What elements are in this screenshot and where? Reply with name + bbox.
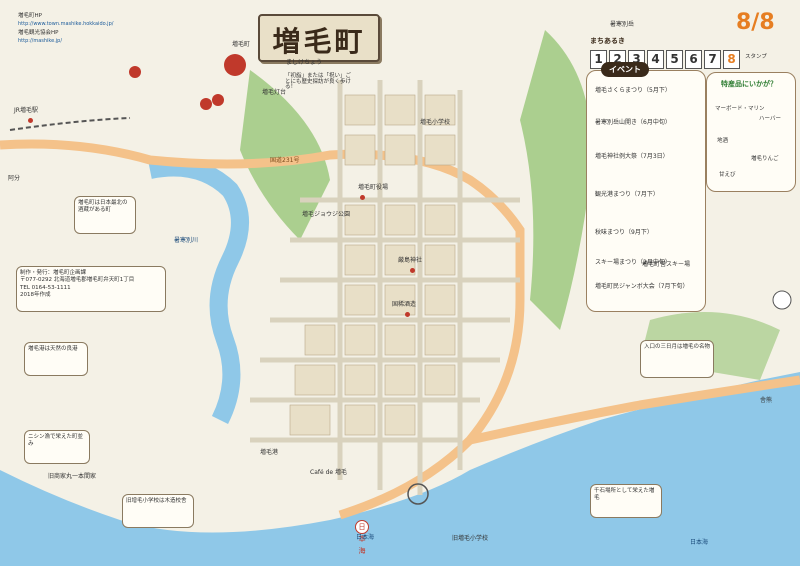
info-line: 〒077-0292 北海道増毛郡増毛町弁天町1丁目 [20,277,135,284]
event-item: 暑寒別岳山開き（6月中旬） [595,119,671,126]
calendar-heading: まちあるき [590,37,625,45]
specialty-title: 特産品にいかが？ [721,80,777,88]
hp-label: 増毛町HP [18,13,42,19]
callout: 増毛町は日本最北の酒蔵がある町 [74,196,136,234]
calendar-day: 8 [723,50,740,69]
sea-mark: 日本海 [355,520,369,555]
place-ski: 増毛町営スキー場 [642,261,691,268]
calendar-date: 8/8 [736,10,775,35]
place-sea-east: 日本海 [690,539,709,546]
event-item: スキー場まつり（2月中旬） [595,259,671,266]
sea-area-west [0,470,330,566]
event-item: 増毛神社例大祭（7月3日） [595,153,669,160]
specialty-item: 地酒 [717,138,729,144]
town-blocks [289,94,456,436]
calendar-day: 5 [666,50,683,69]
specialty-panel: 特産品にいかが？ マーボード・マリン ハーバー 地酒 増毛りんご 甘えび [706,72,796,192]
calendar-day: 7 [704,50,721,69]
sea-area [330,372,800,566]
event-item: 観光港まつり（7月下） [595,191,659,198]
callout: 千石場所として栄えた増毛 [590,484,662,518]
callout: 入口の三日月は増毛の名物 [640,340,714,378]
calendar-day: 4 [647,50,664,69]
map-pin [360,195,365,200]
place-shrine: 厳島神社 [398,257,423,264]
kanko-label: 増毛観光協会HP [18,30,59,36]
apple-icon [224,54,246,76]
page-title: 増毛町 [272,25,366,58]
place-route: 国道231号 [270,157,300,164]
info-line: 制作・発行：増毛町企画課 [20,270,87,276]
map-pin [28,118,33,123]
callout: 旧增毛小学校は木造校舎 [122,494,194,528]
apple-icon-2 [129,66,141,78]
river [148,158,249,425]
map-pin [410,268,415,273]
place-museum: 旧商家丸一本間家 [48,473,97,480]
info-line: TEL 0164-53-1111 [20,284,71,291]
place-park: 増毛ジョウジ公園 [302,211,351,218]
title-plaque: 増毛町 [258,14,380,62]
info-box: 制作・発行：増毛町企画課 〒077-0292 北海道増毛郡増毛町弁天町1丁目 T… [16,266,166,312]
place-area-west: 阿分 [8,175,21,182]
callout: ニシン漁で栄えた町並み [24,430,90,464]
specialty-item: ハーバー [759,116,781,122]
place-area-east: 舎熊 [760,397,773,404]
place-river: 暑寒別川 [174,237,199,244]
place-port: 増毛港 [260,449,279,456]
cherry-icon [212,94,224,106]
place-school: 増毛小学校 [420,119,451,126]
place-sea: 日本海 [356,534,375,541]
event-item: 増毛さくらまつり（5月下） [595,87,671,94]
place-hotel: 増毛町 [232,41,251,48]
specialty-item: 増毛りんご [751,156,779,162]
place-town-hall: 増毛町役場 [358,184,389,191]
title-furigana: ましけちょう [286,59,323,66]
place-station: JR増毛駅 [14,107,38,114]
events-title: イベント [601,62,649,77]
route-231-east [469,375,800,445]
specialty-item: 甘えび [719,172,736,178]
events-panel: イベント 増毛さくらまつり（5月下） 暑寒別岳山開き（6月中旬） 増毛神社例大祭… [586,62,706,312]
map-pin [405,312,410,317]
place-cafe: Café de 増毛 [310,469,347,476]
street-grid [250,80,520,495]
place-hill: 暑寒別岳 [610,21,635,28]
place-lighthouse: 増毛灯台 [262,89,287,96]
slogan: 「初詣」または「祝い」ごとにも歴史探訪が良く歩ける！ [285,73,352,90]
calendar-note: スタンプ [745,54,767,60]
cherry-icon-2 [200,98,212,110]
event-item: 増毛町民ジャンボ大会（7月下旬） [595,283,689,290]
ship-wheel-icon [407,483,429,505]
kanko-link[interactable]: http://mashike.jp/ [18,38,63,44]
specialty-item: マーボード・マリン [715,106,765,112]
green-hill-2 [520,30,592,330]
event-item: 秋味まつり（9月下） [595,229,653,236]
place-brewery: 国稀酒造 [392,301,417,308]
info-line: 2018年作成 [20,292,51,299]
callout: 増毛港は天然の良港 [24,342,88,376]
compass-icon [772,290,792,310]
calendar-day: 6 [685,50,702,69]
place-guest-house: 旧増毛小学校 [452,535,489,542]
railway [9,117,131,131]
hp-link[interactable]: http://www.town.mashike.hokkaido.jp/ [18,21,114,27]
